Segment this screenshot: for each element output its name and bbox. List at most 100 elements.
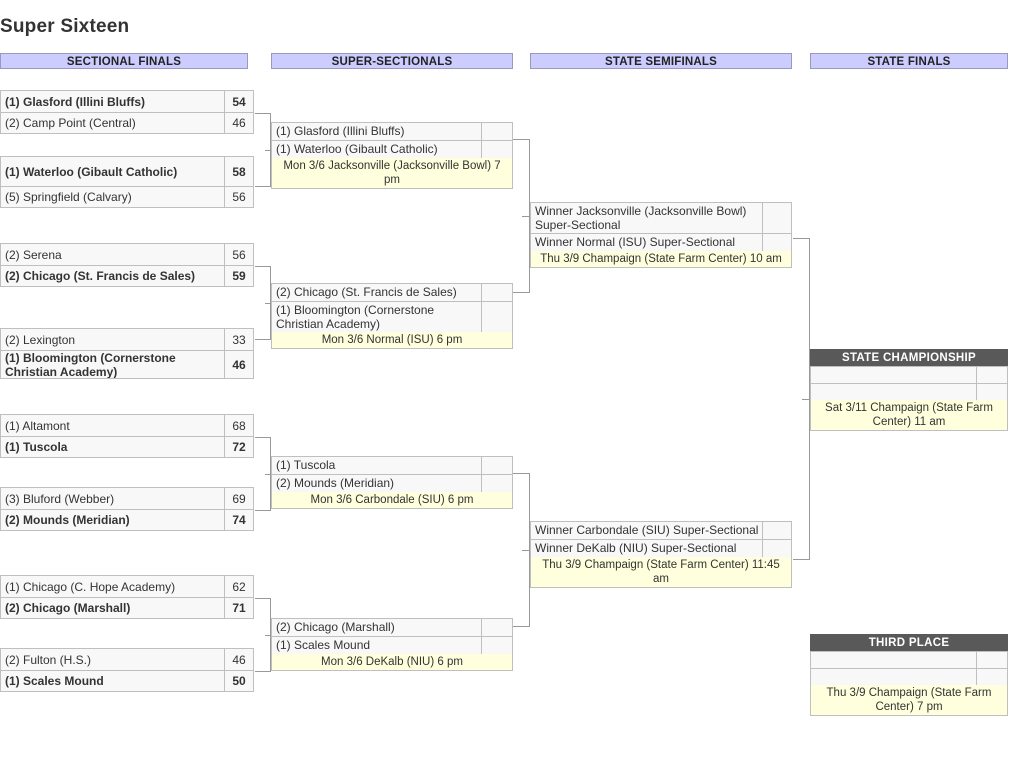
state-championship-box[interactable]: STATE CHAMPIONSHIP Sat 3/11 Champaign (S… xyxy=(810,349,1008,431)
table-row[interactable]: (1) Scales Mound xyxy=(271,636,513,654)
table-row[interactable]: Winner Jacksonville (Jacksonville Bowl) … xyxy=(530,202,792,233)
sectional-final-match-5[interactable]: (1) Altamont 68 (1) Tuscola 72 xyxy=(0,414,254,458)
table-row[interactable]: (1) Scales Mound 50 xyxy=(0,670,254,692)
bracket-connector-stub xyxy=(265,303,272,304)
team-score: 74 xyxy=(224,510,253,530)
team-score xyxy=(481,302,512,332)
table-row[interactable]: (1) Glasford (Illini Bluffs) 54 xyxy=(0,90,254,112)
table-row[interactable]: (1) Waterloo (Gibault Catholic) 58 xyxy=(0,156,254,186)
table-row[interactable]: (3) Bluford (Webber) 69 xyxy=(0,487,254,509)
table-row[interactable]: (1) Chicago (C. Hope Academy) 62 xyxy=(0,575,254,597)
team-score: 50 xyxy=(224,671,253,691)
table-row[interactable]: (1) Bloomington (Cornerstone Christian A… xyxy=(271,301,513,332)
table-row[interactable] xyxy=(810,383,1008,400)
team-score: 71 xyxy=(224,598,253,618)
team-name: (2) Lexington xyxy=(5,332,76,347)
table-row[interactable]: (2) Mounds (Meridian) 74 xyxy=(0,509,254,531)
bracket-connector-stub xyxy=(802,399,811,400)
table-row[interactable]: (1) Tuscola xyxy=(271,456,513,474)
sectional-final-match-8[interactable]: (2) Fulton (H.S.) 46 (1) Scales Mound 50 xyxy=(0,648,254,692)
table-row[interactable]: (1) Waterloo (Gibault Catholic) xyxy=(271,140,513,158)
team-name: (1) Tuscola xyxy=(276,458,336,472)
team-name: (1) Tuscola xyxy=(5,440,68,454)
team-name: (1) Glasford (Illini Bluffs) xyxy=(5,94,145,109)
team-score xyxy=(762,234,791,251)
table-row[interactable] xyxy=(810,668,1008,685)
table-row[interactable]: Winner DeKalb (NIU) Super-Sectional xyxy=(530,539,792,557)
table-row[interactable]: (2) Serena 56 xyxy=(0,243,254,265)
table-row[interactable]: (1) Glasford (Illini Bluffs) xyxy=(271,122,513,140)
game-info-note: Mon 3/6 Carbondale (SIU) 6 pm xyxy=(271,492,513,509)
team-name xyxy=(811,367,976,383)
team-name: (1) Chicago (C. Hope Academy) xyxy=(5,579,176,594)
table-row[interactable]: (2) Camp Point (Central) 46 xyxy=(0,112,254,134)
team-score: 62 xyxy=(224,576,253,597)
team-score: 59 xyxy=(224,266,253,286)
state-semifinal-match-2[interactable]: Winner Carbondale (SIU) Super-Sectional … xyxy=(530,521,792,588)
team-name: (2) Fulton (H.S.) xyxy=(5,652,92,667)
team-score xyxy=(976,384,1007,400)
super-sectional-match-1[interactable]: (1) Glasford (Illini Bluffs) (1) Waterlo… xyxy=(271,122,513,189)
table-row[interactable]: Winner Normal (ISU) Super-Sectional xyxy=(530,233,792,251)
team-name: (3) Bluford (Webber) xyxy=(5,491,115,506)
super-sectional-match-2[interactable]: (2) Chicago (St. Francis de Sales) (1) B… xyxy=(271,283,513,349)
sectional-final-match-6[interactable]: (3) Bluford (Webber) 69 (2) Mounds (Meri… xyxy=(0,487,254,531)
game-info-note: Thu 3/9 Champaign (State Farm Center) 7 … xyxy=(810,685,1008,716)
game-info-note: Mon 3/6 Normal (ISU) 6 pm xyxy=(271,332,513,349)
table-row[interactable]: (1) Bloomington (Cornerstone Christian A… xyxy=(0,350,254,379)
team-score: 46 xyxy=(224,113,253,133)
team-score: 56 xyxy=(224,187,253,207)
super-sectional-match-4[interactable]: (2) Chicago (Marshall) (1) Scales Mound … xyxy=(271,618,513,671)
column-header-super-sectionals: SUPER-SECTIONALS xyxy=(271,53,513,69)
game-info-note: Thu 3/9 Champaign (State Farm Center) 10… xyxy=(530,251,792,268)
bracket-connector-stub xyxy=(265,474,272,475)
sectional-final-match-3[interactable]: (2) Serena 56 (2) Chicago (St. Francis d… xyxy=(0,243,254,287)
state-semifinal-match-1[interactable]: Winner Jacksonville (Jacksonville Bowl) … xyxy=(530,202,792,268)
table-row[interactable]: (2) Mounds (Meridian) xyxy=(271,474,513,492)
bracket-connector-stub xyxy=(265,635,272,636)
team-score xyxy=(976,367,1007,383)
table-row[interactable]: (1) Tuscola 72 xyxy=(0,436,254,458)
table-row[interactable] xyxy=(810,651,1008,668)
table-row[interactable] xyxy=(810,366,1008,383)
game-info-note: Thu 3/9 Champaign (State Farm Center) 11… xyxy=(530,557,792,588)
sectional-final-match-4[interactable]: (2) Lexington 33 (1) Bloomington (Corner… xyxy=(0,328,254,379)
table-row[interactable]: Winner Carbondale (SIU) Super-Sectional xyxy=(530,521,792,539)
super-sectional-match-3[interactable]: (1) Tuscola (2) Mounds (Meridian) Mon 3/… xyxy=(271,456,513,509)
table-row[interactable]: (2) Chicago (St. Francis de Sales) xyxy=(271,283,513,301)
table-row[interactable]: (2) Chicago (Marshall) 71 xyxy=(0,597,254,619)
team-score xyxy=(762,522,791,539)
team-name: (2) Chicago (St. Francis de Sales) xyxy=(276,285,457,299)
team-name: Winner DeKalb (NIU) Super-Sectional xyxy=(535,541,737,555)
table-row[interactable]: (2) Lexington 33 xyxy=(0,328,254,350)
team-name: (2) Chicago (St. Francis de Sales) xyxy=(5,269,196,283)
table-row[interactable]: (2) Chicago (St. Francis de Sales) 59 xyxy=(0,265,254,287)
team-name: (1) Altamont xyxy=(5,418,70,433)
third-place-box[interactable]: THIRD PLACE Thu 3/9 Champaign (State Far… xyxy=(810,634,1008,716)
column-header-state-semifinals: STATE SEMIFINALS xyxy=(530,53,792,69)
team-name xyxy=(811,384,976,400)
table-row[interactable]: (1) Altamont 68 xyxy=(0,414,254,436)
sectional-final-match-2[interactable]: (1) Waterloo (Gibault Catholic) 58 (5) S… xyxy=(0,156,254,208)
team-name: (1) Waterloo (Gibault Catholic) xyxy=(5,164,178,179)
team-score: 58 xyxy=(224,157,253,186)
team-name: (1) Bloomington (Cornerstone Christian A… xyxy=(276,303,435,331)
team-score xyxy=(481,637,512,654)
team-score xyxy=(762,540,791,557)
team-score xyxy=(976,669,1007,685)
bracket-connector-stub xyxy=(265,150,272,151)
table-row[interactable]: (5) Springfield (Calvary) 56 xyxy=(0,186,254,208)
team-name: Winner Carbondale (SIU) Super-Sectional xyxy=(535,523,759,537)
team-name: Winner Jacksonville (Jacksonville Bowl) … xyxy=(535,204,747,232)
team-score xyxy=(976,652,1007,668)
team-name: Winner Normal (ISU) Super-Sectional xyxy=(535,235,736,249)
sectional-final-match-7[interactable]: (1) Chicago (C. Hope Academy) 62 (2) Chi… xyxy=(0,575,254,619)
team-score xyxy=(762,203,791,233)
table-row[interactable]: (2) Fulton (H.S.) 46 xyxy=(0,648,254,670)
sectional-final-match-1[interactable]: (1) Glasford (Illini Bluffs) 54 (2) Camp… xyxy=(0,90,254,134)
game-info-note: Mon 3/6 Jacksonville (Jacksonville Bowl)… xyxy=(271,158,513,189)
team-score: 33 xyxy=(224,329,253,350)
table-row[interactable]: (2) Chicago (Marshall) xyxy=(271,618,513,636)
team-name xyxy=(811,669,976,685)
game-info-note: Mon 3/6 DeKalb (NIU) 6 pm xyxy=(271,654,513,671)
